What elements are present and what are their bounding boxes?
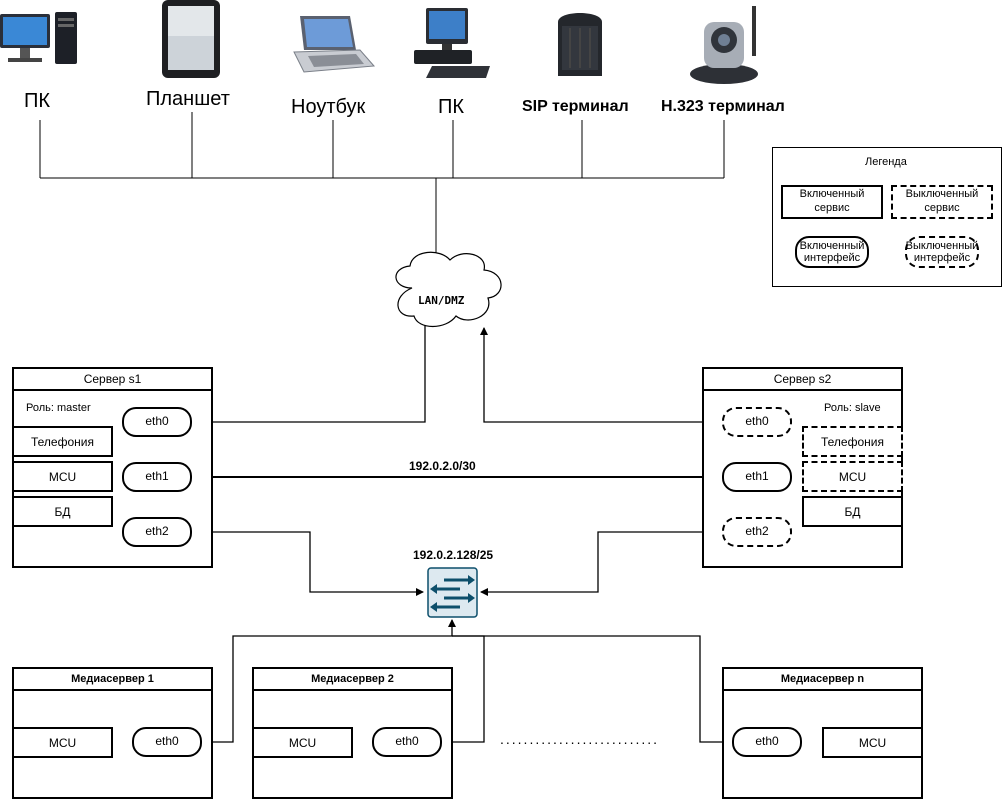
media-server-n-title: Медиасервер n bbox=[724, 669, 921, 691]
device-label-laptop: Ноутбук bbox=[291, 96, 366, 118]
s1-service-mcu: MCU bbox=[12, 461, 113, 492]
tablet-icon bbox=[160, 0, 226, 80]
media-subnet-label: 192.0.2.128/25 bbox=[413, 548, 494, 562]
ms2-service-mcu: MCU bbox=[252, 727, 353, 758]
legend-service-off-label: Выключенный сервис bbox=[905, 188, 979, 214]
s1-iface-eth0[interactable]: eth0 bbox=[122, 407, 192, 437]
link-s2-eth2-switch bbox=[480, 528, 721, 596]
h323-camera-icon bbox=[686, 6, 764, 86]
legend-iface-off: Выключенный интерфейс bbox=[905, 236, 979, 268]
msn-service-mcu: MCU bbox=[822, 727, 923, 758]
device-label-pc-2: ПК bbox=[438, 96, 465, 118]
legend-service-on: Включенный сервис bbox=[781, 185, 883, 219]
server-s2-title: Сервер s2 bbox=[704, 369, 901, 391]
interconnect-subnet-label: 192.0.2.0/30 bbox=[409, 459, 476, 473]
device-label-sip: SIP терминал bbox=[522, 98, 629, 115]
s2-iface-eth2[interactable]: eth2 bbox=[722, 517, 792, 547]
device-bus bbox=[39, 112, 725, 263]
s1-iface-eth1[interactable]: eth1 bbox=[122, 462, 192, 492]
media-server-1-title: Медиасервер 1 bbox=[14, 669, 211, 691]
link-switch-msn bbox=[452, 635, 730, 746]
lan-dmz-cloud bbox=[395, 251, 502, 328]
legend-service-on-label: Включенный сервис bbox=[799, 188, 865, 214]
ms2-iface-eth0[interactable]: eth0 bbox=[372, 727, 442, 757]
switch-icon bbox=[427, 567, 478, 618]
ms1-iface-eth0[interactable]: eth0 bbox=[132, 727, 202, 757]
msn-iface-eth0[interactable]: eth0 bbox=[732, 727, 802, 757]
device-label-h323: H.323 терминал bbox=[661, 98, 785, 115]
media-server-2-title: Медиасервер 2 bbox=[254, 669, 451, 691]
link-switch-ms1 bbox=[205, 619, 456, 746]
sip-terminal-icon bbox=[550, 6, 610, 82]
s2-service-db: БД bbox=[802, 496, 903, 527]
legend-service-off: Выключенный сервис bbox=[891, 185, 993, 219]
s2-service-telephony: Телефония bbox=[802, 426, 903, 457]
legend-iface-off-label: Выключенный интерфейс bbox=[905, 239, 979, 264]
more-servers-ellipsis: ........................... bbox=[500, 731, 660, 747]
link-s1-eth0-cloud bbox=[204, 301, 429, 426]
server-s1-title: Сервер s1 bbox=[14, 369, 211, 391]
server-s1-role: Роль: master bbox=[26, 402, 91, 414]
s1-service-telephony: Телефония bbox=[12, 426, 113, 457]
cloud-label: LAN/DMZ bbox=[418, 294, 465, 307]
link-s2-eth0-cloud bbox=[480, 327, 721, 426]
link-s1-eth2-switch bbox=[204, 528, 424, 596]
legend-title: Легенда bbox=[865, 156, 907, 168]
s2-iface-eth0[interactable]: eth0 bbox=[722, 407, 792, 437]
desktop-pc-icon bbox=[0, 8, 80, 68]
laptop-icon bbox=[290, 14, 376, 74]
ms1-service-mcu: MCU bbox=[12, 727, 113, 758]
s2-iface-eth1[interactable]: eth1 bbox=[722, 462, 792, 492]
legend-box: Легенда Включенный сервис Выключенный се… bbox=[772, 147, 1002, 287]
s2-service-mcu: MCU bbox=[802, 461, 903, 492]
legend-iface-on-label: Включенный интерфейс bbox=[799, 239, 865, 264]
s1-iface-eth2[interactable]: eth2 bbox=[122, 517, 192, 547]
server-s2-role: Роль: slave bbox=[824, 402, 881, 414]
legend-iface-on: Включенный интерфейс bbox=[795, 236, 869, 268]
s1-service-db: БД bbox=[12, 496, 113, 527]
device-label-tablet: Планшет bbox=[146, 88, 230, 110]
workstation-pc-icon bbox=[412, 6, 492, 82]
device-label-pc-1: ПК bbox=[24, 90, 51, 112]
